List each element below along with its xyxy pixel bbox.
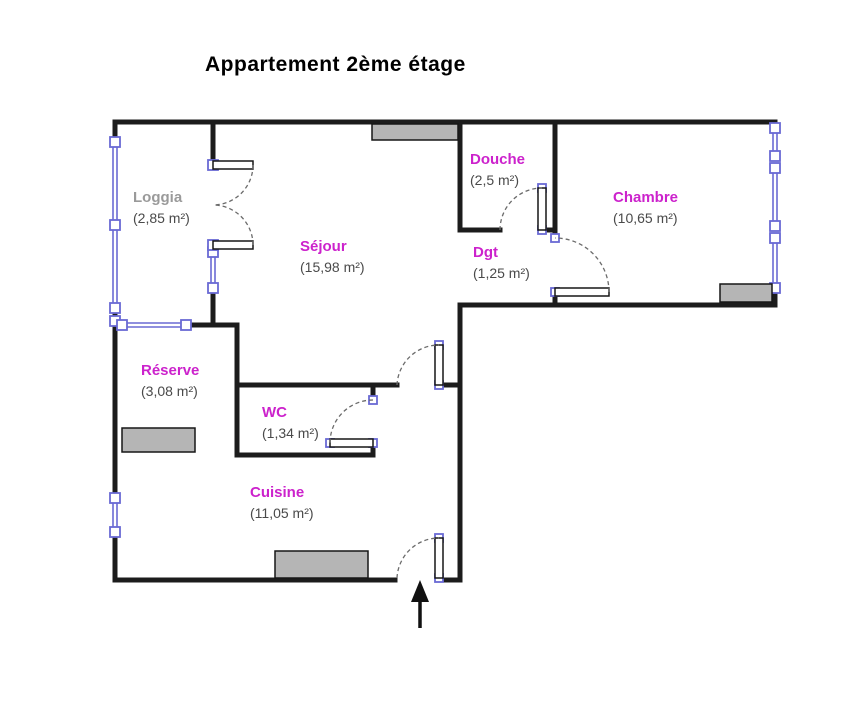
window-masks xyxy=(111,128,779,532)
room-name: Séjour xyxy=(300,238,347,255)
door-sejour xyxy=(396,344,444,386)
room-area: (2,5 m²) xyxy=(470,172,519,188)
room-name: WC xyxy=(262,404,287,421)
door-leaf xyxy=(212,240,254,250)
door-swing-arc xyxy=(396,537,440,579)
door-douche xyxy=(499,187,547,231)
window-caps xyxy=(109,122,781,538)
room-name: Dgt xyxy=(473,244,498,261)
room-label-cuisine: Cuisine (11,05 m²) xyxy=(250,483,314,523)
door-swing-arc xyxy=(212,204,254,246)
room-label-reserve: Réserve (3,08 m²) xyxy=(141,361,199,401)
door-leaf xyxy=(434,537,444,579)
room-label-chambre: Chambre (10,65 m²) xyxy=(613,188,678,228)
door-chambre xyxy=(554,237,610,297)
radiator-chambre xyxy=(719,283,773,303)
room-name: Réserve xyxy=(141,362,200,379)
radiator-sejour-top xyxy=(371,123,459,141)
door-leaf xyxy=(554,287,610,297)
room-area: (3,08 m²) xyxy=(141,383,198,399)
page-title: Appartement 2ème étage xyxy=(205,53,466,76)
radiator-cuisine xyxy=(274,550,369,579)
door-swing-arc xyxy=(212,164,254,206)
room-name: Cuisine xyxy=(250,484,305,501)
room-label-wc: WC (1,34 m²) xyxy=(262,403,319,443)
room-label-douche: Douche (2,5 m²) xyxy=(470,150,525,190)
door-swing-arc xyxy=(554,237,610,293)
room-area: (10,65 m²) xyxy=(613,210,678,226)
room-name: Chambre xyxy=(613,189,679,206)
door-leaf xyxy=(434,344,444,386)
door-swing-arc xyxy=(499,187,543,231)
door-leaf xyxy=(329,438,374,448)
room-area: (15,98 m²) xyxy=(300,259,365,275)
door-entrance xyxy=(396,537,444,579)
room-name: Loggia xyxy=(133,189,183,206)
door-wc xyxy=(329,399,374,448)
room-label-dgt: Dgt (1,25 m²) xyxy=(473,243,530,283)
room-area: (2,85 m²) xyxy=(133,210,190,226)
room-label-sejour: Séjour (15,98 m²) xyxy=(300,237,365,277)
door-swing-arc xyxy=(396,344,440,386)
door-loggia-double xyxy=(212,160,254,250)
room-area: (1,34 m²) xyxy=(262,425,319,441)
door-swing-arc xyxy=(329,399,374,444)
door-leaf xyxy=(537,187,547,231)
door-leaf xyxy=(212,160,254,170)
entrance-arrow-icon xyxy=(411,580,429,628)
radiator-reserve xyxy=(121,427,196,453)
room-label-loggia: Loggia (2,85 m²) xyxy=(133,188,190,228)
room-area: (1,25 m²) xyxy=(473,265,530,281)
room-name: Douche xyxy=(470,151,526,168)
room-area: (11,05 m²) xyxy=(250,505,314,521)
